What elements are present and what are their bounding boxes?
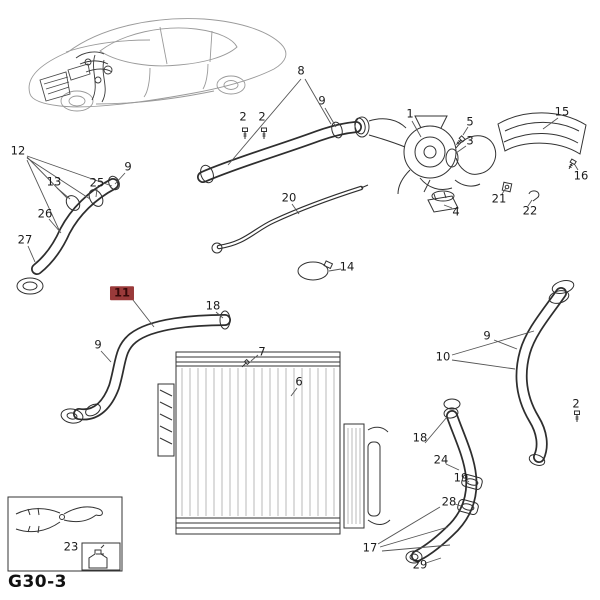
callout-8[interactable]: 8 <box>297 63 305 78</box>
callout-28[interactable]: 28 <box>441 494 457 509</box>
callout-27[interactable]: 27 <box>17 232 33 247</box>
callout-12[interactable]: 12 <box>10 143 26 158</box>
callout-9[interactable]: 9 <box>318 93 326 108</box>
callout-5[interactable]: 5 <box>466 114 474 129</box>
callout-9[interactable]: 9 <box>94 337 102 352</box>
callout-23[interactable]: 23 <box>63 539 79 554</box>
callout-24[interactable]: 24 <box>433 452 449 467</box>
bolt-icon <box>568 158 577 170</box>
callout-25[interactable]: 25 <box>89 175 105 190</box>
callout-3[interactable]: 3 <box>466 133 474 148</box>
tools-legend-box <box>7 496 123 572</box>
oil-can-icon <box>88 544 108 569</box>
bracket-nut-icon <box>501 181 513 193</box>
callout-6[interactable]: 6 <box>295 374 303 389</box>
turbocharger-drawing <box>354 115 497 213</box>
callout-11[interactable]: 11 <box>109 286 135 300</box>
callout-2[interactable]: 2 <box>572 396 580 411</box>
callout-4[interactable]: 4 <box>452 204 460 219</box>
callout-21[interactable]: 21 <box>491 191 507 206</box>
callout-15[interactable]: 15 <box>554 104 570 119</box>
callout-10[interactable]: 10 <box>435 349 451 364</box>
lower-right-hose-drawing <box>405 398 483 564</box>
callout-18[interactable]: 18 <box>205 298 221 313</box>
hose-clamp-pliers-icon <box>15 506 103 534</box>
callout-29[interactable]: 29 <box>412 557 428 572</box>
bolt-icon <box>242 127 248 139</box>
dipstick-tube-drawing <box>211 184 369 254</box>
bolt-icon <box>574 410 580 422</box>
callout-2[interactable]: 2 <box>239 109 247 124</box>
car-overview-drawing <box>28 18 287 112</box>
bolt-icon <box>455 135 466 146</box>
intercooler-hose-drawing <box>60 310 231 424</box>
leader-lines <box>26 78 579 564</box>
heat-shield-drawing <box>497 112 587 155</box>
callout-22[interactable]: 22 <box>522 203 538 218</box>
bolt-icon <box>261 127 267 139</box>
callout-19[interactable]: 19 <box>453 470 469 485</box>
clamp-drawing <box>297 260 334 281</box>
page-code: G30-3 <box>8 572 67 592</box>
callout-14[interactable]: 14 <box>339 259 355 274</box>
callout-9[interactable]: 9 <box>124 159 132 174</box>
callout-17[interactable]: 17 <box>362 540 378 555</box>
callout-26[interactable]: 26 <box>37 206 53 221</box>
right-hose-drawing <box>515 280 575 466</box>
charge-pipe-drawing <box>197 117 366 184</box>
callout-20[interactable]: 20 <box>281 190 297 205</box>
callout-18[interactable]: 18 <box>412 430 428 445</box>
callout-13[interactable]: 13 <box>46 174 62 189</box>
callout-16[interactable]: 16 <box>573 168 589 183</box>
callout-7[interactable]: 7 <box>258 344 266 359</box>
callout-9[interactable]: 9 <box>483 328 491 343</box>
callout-2[interactable]: 2 <box>258 109 266 124</box>
screw-icon <box>241 358 251 368</box>
callout-1[interactable]: 1 <box>406 106 414 121</box>
intercooler-radiator-drawing <box>157 351 391 535</box>
clip-icon <box>528 190 540 202</box>
